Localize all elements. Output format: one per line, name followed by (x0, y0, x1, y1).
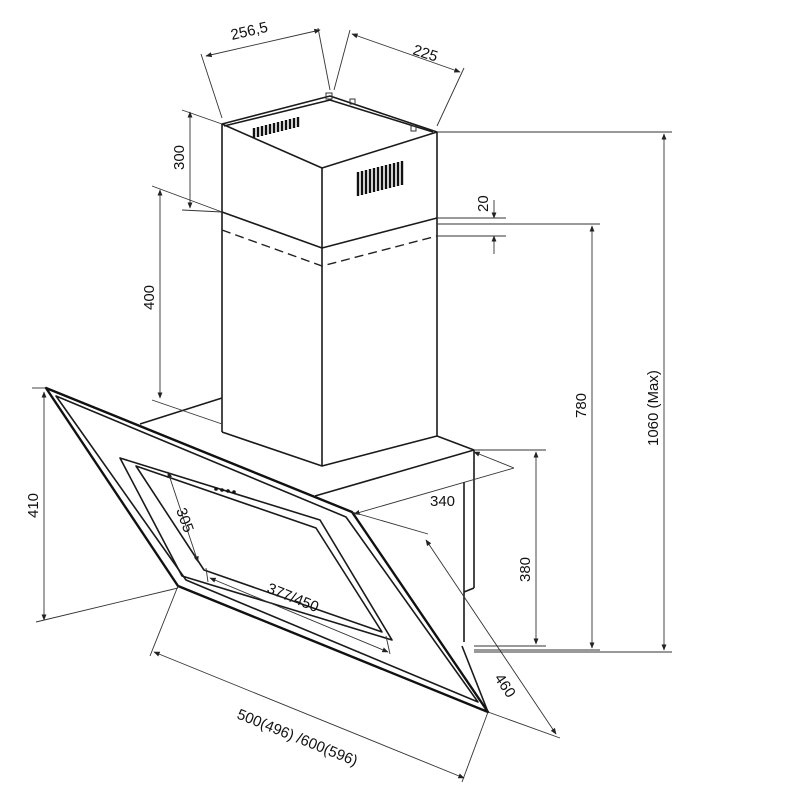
body-top-back-edge (139, 397, 223, 425)
label-glass-depth: 460 (491, 671, 519, 701)
chimney-top-clip (325, 92, 333, 100)
label-chimney-width: 256,5 (229, 19, 269, 44)
label-chimney-upper-height: 300 (171, 145, 188, 170)
label-inner-panel-width: 377/450 (265, 580, 322, 616)
label-inner-panel-depth: 305 (172, 506, 197, 535)
panel-frame-outer (119, 457, 393, 641)
label-glass-height: 410 (25, 493, 42, 518)
panel-frame-inner (135, 465, 383, 633)
chimney-bottom-edge (221, 431, 438, 467)
vent-slots-back (252, 117, 300, 138)
label-body-height: 380 (517, 557, 534, 582)
body-top-right-edge (314, 435, 475, 497)
body-bottom-corner (463, 587, 475, 593)
chimney-overlap-hidden-line (221, 229, 438, 267)
label-overlap: 20 (475, 195, 492, 212)
label-height-to-chimney: 780 (573, 393, 590, 418)
chimney (221, 92, 438, 467)
label-chimney-lower-height: 400 (141, 285, 158, 310)
chimney-top-clip (349, 98, 356, 105)
dimension-labels: 256,5 225 300 400 20 780 1060 (Max) 340 … (25, 19, 662, 770)
chimney-joint-line (221, 211, 438, 249)
vent-slots-front (356, 161, 404, 196)
dimension-lines (32, 27, 672, 783)
glass-outer-edge (44, 386, 490, 714)
label-chimney-depth: 225 (411, 42, 440, 66)
label-body-depth: 340 (430, 493, 455, 510)
glass-panel (44, 386, 490, 714)
label-overall-width: 500(496) /600(596) (235, 706, 360, 770)
label-total-height: 1060 (Max) (645, 370, 662, 446)
chimney-top-rim (223, 99, 434, 133)
chimney-top-clip (410, 125, 417, 132)
control-buttons (214, 487, 236, 494)
